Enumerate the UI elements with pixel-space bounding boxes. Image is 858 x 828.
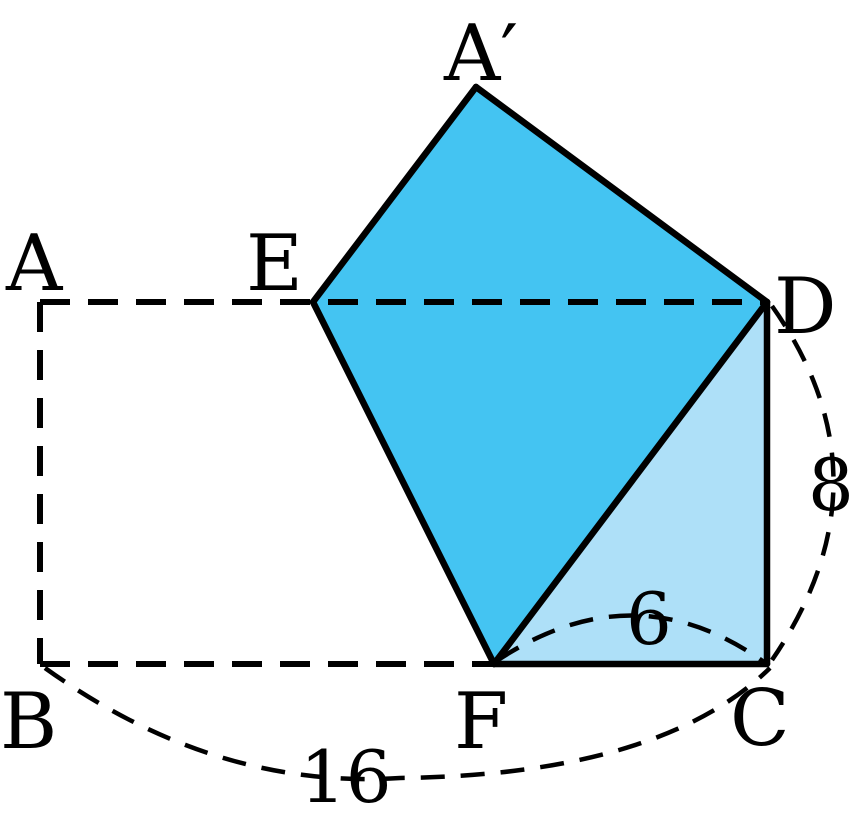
label-d: D (774, 262, 837, 352)
arc-cd (770, 304, 836, 662)
measurement-arcs (43, 304, 836, 782)
folded-quadrilateral (313, 87, 767, 664)
edge-a-prime-d (472, 83, 771, 306)
measure-bc: 16 (300, 735, 392, 819)
edge-a-prime-e (309, 83, 480, 306)
label-a: A (5, 219, 64, 309)
edge-ef (309, 298, 498, 668)
label-e: E (246, 219, 303, 309)
original-rectangle-dashed (37, 299, 767, 667)
label-b: B (0, 677, 57, 767)
label-a-prime: A′ (443, 9, 518, 99)
label-f: F (454, 677, 508, 767)
label-c: C (730, 674, 790, 764)
arc-fc (496, 613, 766, 664)
edge-df (490, 298, 771, 668)
solid-edges (309, 83, 771, 668)
measure-fc: 6 (626, 577, 672, 661)
measure-cd: 8 (808, 443, 854, 527)
arc-bc (43, 666, 772, 782)
